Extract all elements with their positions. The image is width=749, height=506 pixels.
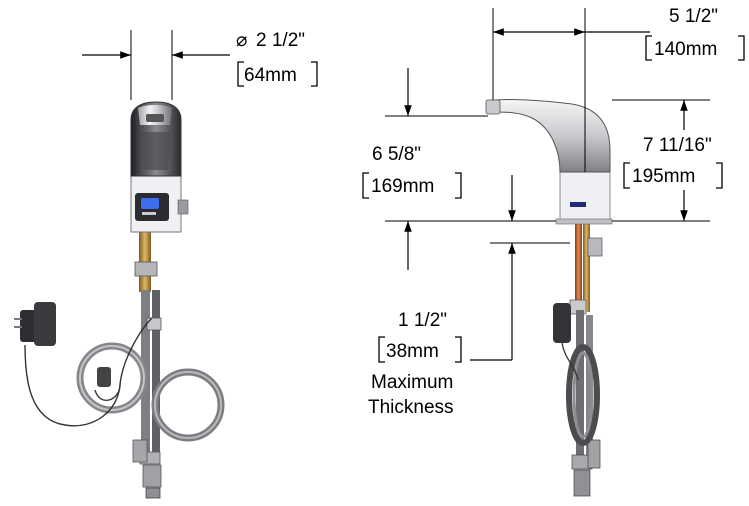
max-thickness-imperial-label: 1 1/2" xyxy=(398,310,447,331)
diameter-dimension xyxy=(82,30,230,100)
reach-metric-label: 140mm xyxy=(654,39,717,60)
reach-bracket-right xyxy=(738,35,745,61)
spout-height-dimension xyxy=(385,68,556,270)
overall-height-dimension xyxy=(612,99,710,222)
side-spout-arm xyxy=(487,99,611,173)
overall-height-imperial-label: 7 11/16" xyxy=(643,135,712,156)
overall-height-bracket-left xyxy=(623,162,630,189)
spout-height-bracket-right xyxy=(455,172,462,199)
side-spout-base xyxy=(555,171,613,225)
max-thickness-caption-line2: Thickness xyxy=(368,397,454,418)
front-supply-lines xyxy=(132,232,162,499)
diameter-bracket-right xyxy=(311,61,318,87)
front-power-cable xyxy=(24,317,153,427)
side-aerator xyxy=(485,99,501,115)
reach-dimension xyxy=(492,8,650,172)
max-thickness-dimension xyxy=(470,175,570,361)
front-spout-body xyxy=(130,101,182,177)
side-supply-lines xyxy=(569,222,603,497)
max-thickness-metric-label: 38mm xyxy=(386,341,439,362)
front-view-faucet xyxy=(14,101,225,499)
reach-bracket-left xyxy=(645,35,652,61)
side-view-faucet xyxy=(485,99,613,497)
side-coiled-hose xyxy=(566,344,600,446)
max-thickness-caption-line1: Maximum xyxy=(371,372,453,393)
side-power-adapter xyxy=(553,303,571,343)
front-power-adapter xyxy=(14,302,56,346)
reach-imperial-label: 5 1/2" xyxy=(669,6,718,27)
front-sensor-module xyxy=(130,175,189,233)
spout-height-bracket-left xyxy=(362,172,369,199)
overall-height-metric-label: 195mm xyxy=(632,166,695,187)
spout-height-metric-label: 169mm xyxy=(371,176,434,197)
diameter-bracket-left xyxy=(237,61,244,87)
overall-height-bracket-right xyxy=(716,162,723,189)
front-cable-connector xyxy=(97,367,111,387)
spout-height-imperial-label: 6 5/8" xyxy=(372,144,421,165)
diameter-metric-label: 64mm xyxy=(244,65,297,86)
max-thickness-bracket-right xyxy=(455,336,462,363)
diameter-symbol: ⌀ xyxy=(236,30,247,51)
max-thickness-bracket-left xyxy=(378,336,385,363)
diameter-imperial-label: 2 1/2" xyxy=(256,30,305,51)
